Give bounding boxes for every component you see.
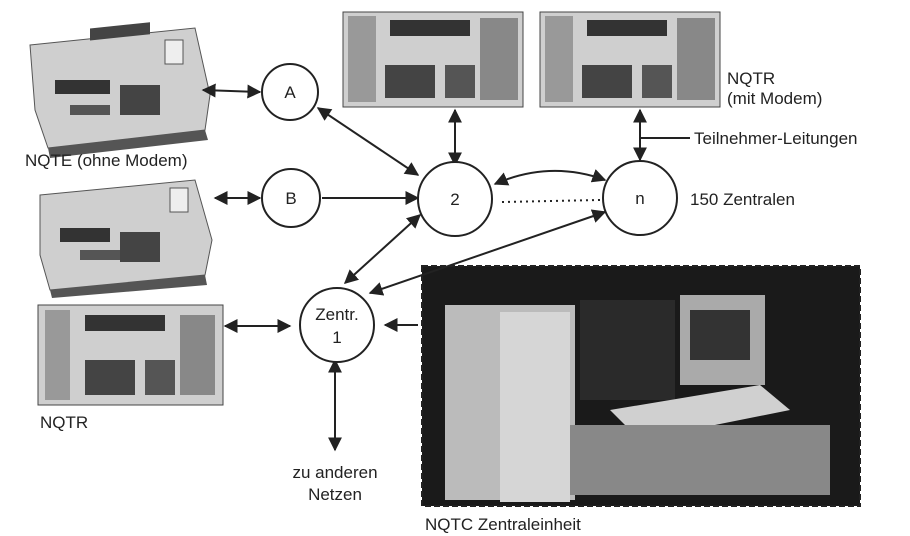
zu-anderen-label-line2: Netzen (308, 485, 362, 504)
nqtr-label: NQTR (40, 413, 88, 432)
nqtc-zentraleinheit-label: NQTC Zentraleinheit (425, 515, 581, 534)
nqtr-mit-modem-label-line2: (mit Modem) (727, 89, 822, 108)
node-a: A (261, 63, 319, 121)
nqtr-rack-top-right-device (539, 11, 721, 108)
teilnehmer-leitungen-label: Teilnehmer-Leitungen (694, 129, 858, 148)
node-a-label: A (284, 83, 296, 102)
node-n: n (602, 160, 678, 236)
node-zentr-label-line2: 1 (332, 328, 341, 347)
nqtr-rack-top-left-device (342, 11, 524, 108)
node-b-label: B (285, 189, 296, 208)
nqte-terminal-top-device (29, 22, 211, 158)
zentralen-count-label: 150 Zentralen (690, 190, 795, 209)
node-zentr-1: Zentr. 1 (299, 287, 375, 363)
node-n-label: n (635, 189, 644, 208)
zu-anderen-label-line1: zu anderen (292, 463, 377, 482)
nqtr-rack-left-device (37, 304, 224, 406)
node-b: B (261, 168, 321, 228)
nqte-terminal-bottom-device (39, 179, 213, 298)
nqte-ohne-modem-label: NQTE (ohne Modem) (25, 151, 188, 170)
node-2: 2 (417, 161, 493, 237)
nqtc-central-unit-photo (421, 265, 861, 507)
connections (201, 83, 690, 452)
node-2-label: 2 (450, 190, 459, 209)
nqtr-mit-modem-label-line1: NQTR (727, 69, 775, 88)
node-zentr-label-line1: Zentr. (315, 305, 358, 324)
